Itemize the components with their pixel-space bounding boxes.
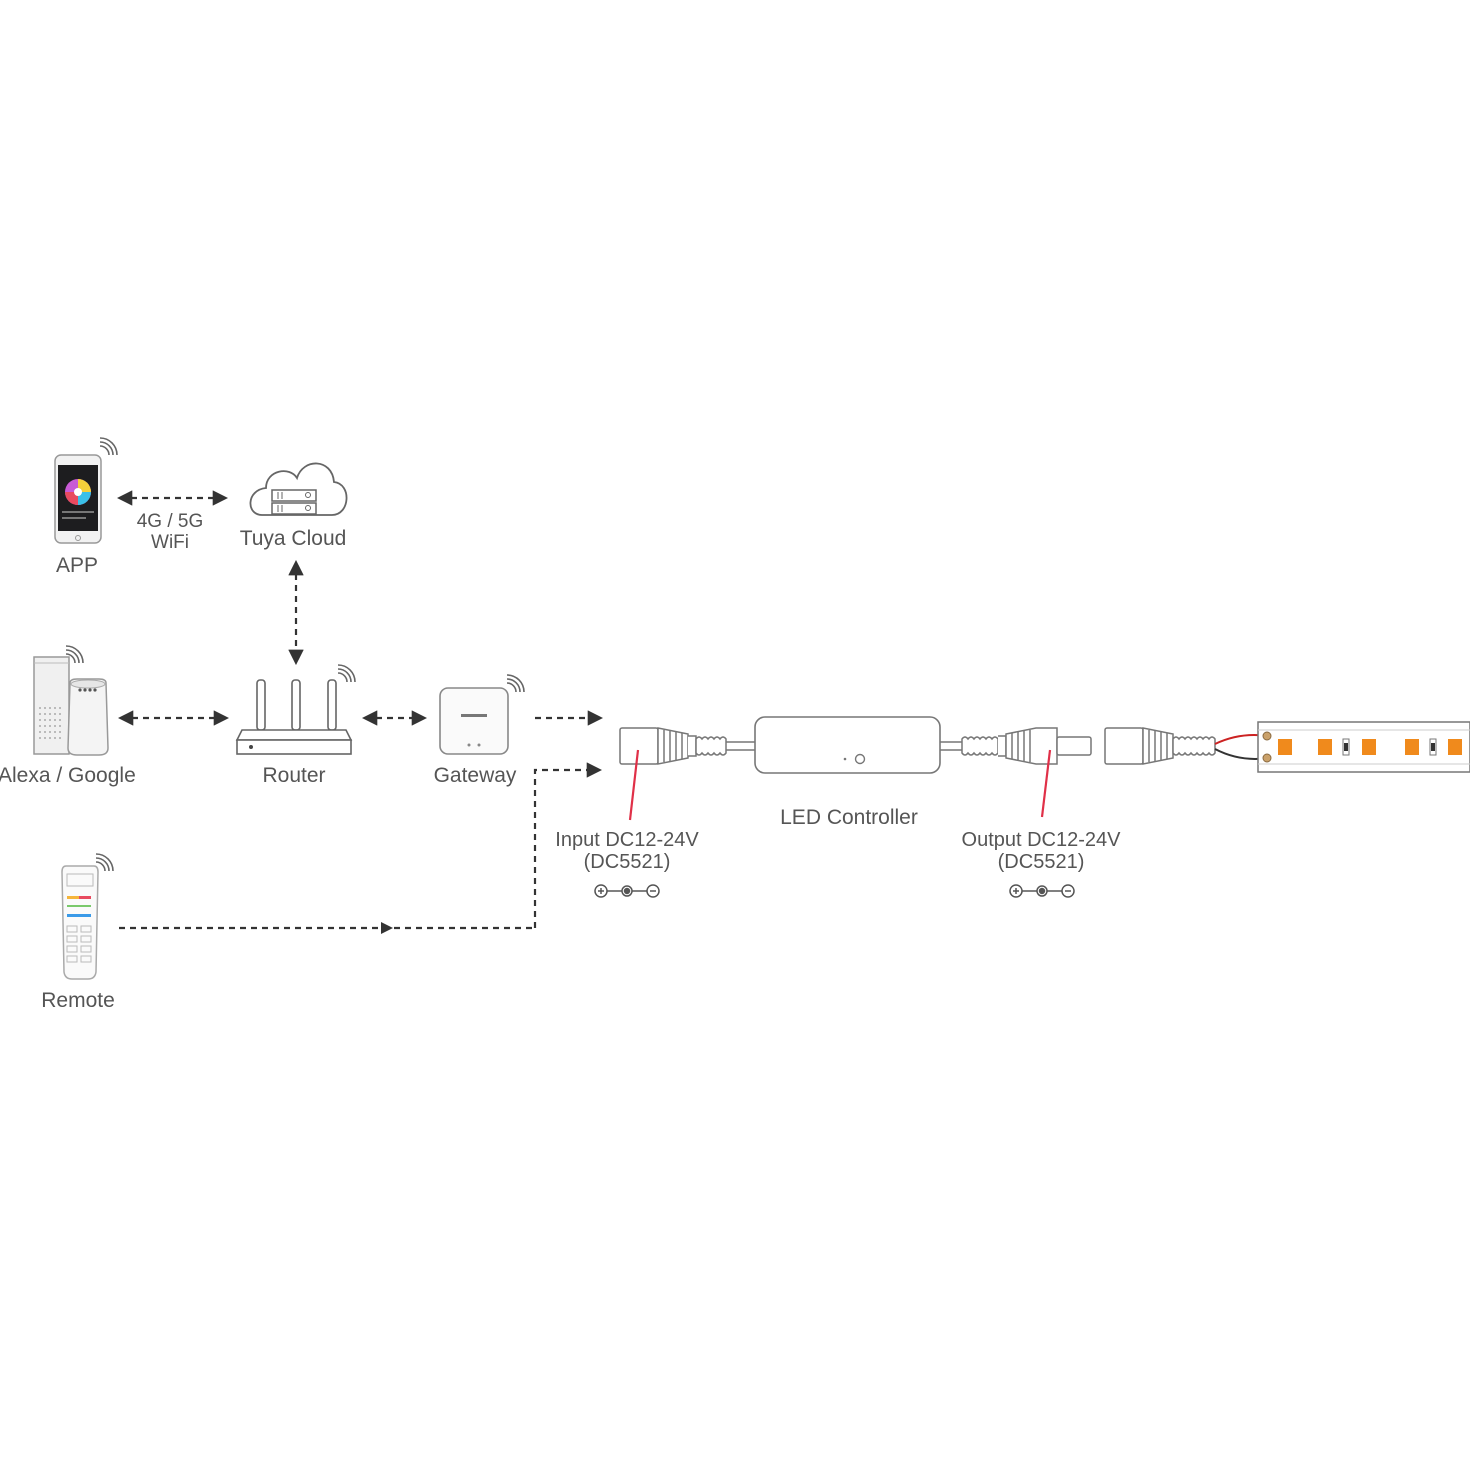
input-connector-label: (DC5521) [583,851,671,873]
output-connector-label: (DC5521) [997,851,1085,873]
router-icon [235,679,353,755]
input-port-label: Input DC12-24V [555,829,699,851]
input-dc-jack [619,727,756,765]
router-label: Router [262,764,326,787]
assistant-label: Alexa / Google [0,764,136,787]
cloud-icon [249,462,348,516]
wifi-signal-icon [337,664,356,683]
polarity-symbol-output [1009,884,1075,898]
input-pointer-line [628,749,640,821]
phone-icon [54,454,102,544]
controller-label: LED Controller [780,806,918,829]
output-port-label: Output DC12-24V [961,829,1121,851]
link-label-line1: 4G / 5G [136,511,204,532]
connection-arrows [116,490,604,930]
wifi-signal-icon [99,437,118,456]
gateway-icon [439,687,509,755]
arrow-remote-controller [533,762,603,928]
led-strip [1257,721,1470,773]
arrowhead [381,922,393,934]
wifi-signal-icon [95,853,114,872]
gateway-label: Gateway [433,764,517,787]
wifi-signal-icon [65,645,84,664]
polarity-symbol-input [594,884,660,898]
strip-dc-jack [1104,727,1216,765]
wifi-signal-icon [506,674,525,693]
led-controller-body [754,716,941,774]
output-dc-plug [940,727,1092,765]
link-label-line2: WiFi [151,532,189,553]
remote-icon [61,865,99,980]
output-pointer-line [1040,749,1052,818]
cloud-label: Tuya Cloud [239,527,347,550]
remote-label: Remote [41,989,115,1012]
smart-speaker-icon [33,656,109,756]
app-label: APP [55,554,99,577]
